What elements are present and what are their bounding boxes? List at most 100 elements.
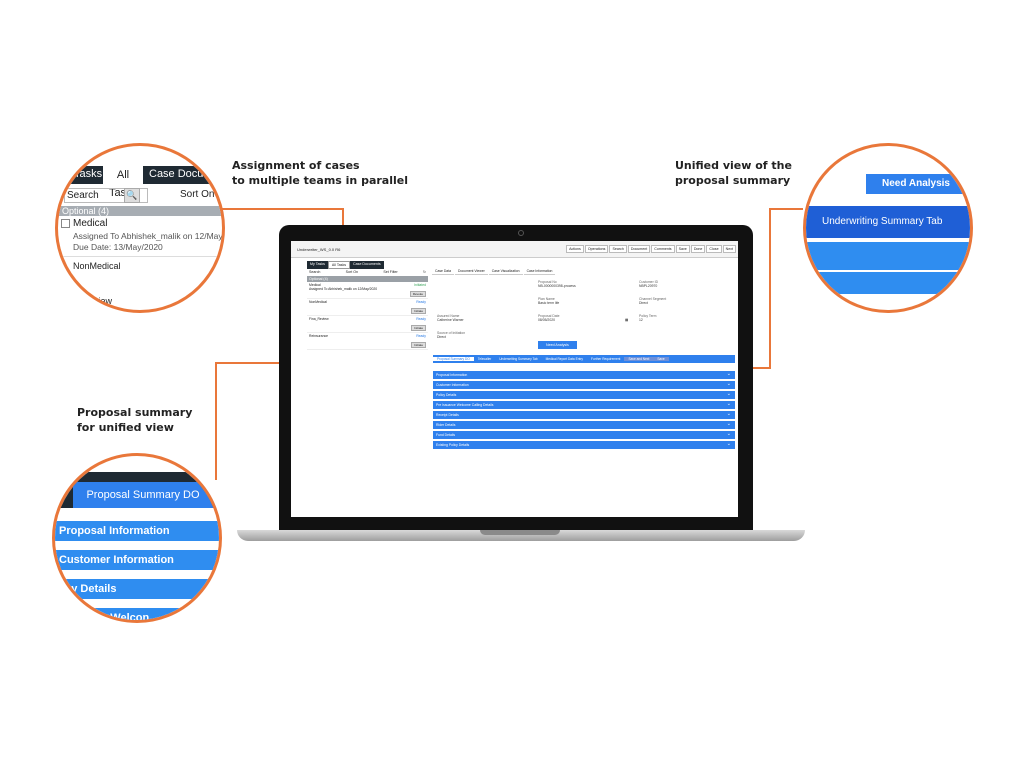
- action-document[interactable]: Document: [627, 245, 651, 253]
- subtab-medical-report[interactable]: Medical Report Data Entry: [545, 357, 584, 361]
- proposal-callout: Proposal summary for unified view: [77, 405, 192, 435]
- task-item[interactable]: NonMedical Ready Initiate: [307, 299, 428, 316]
- action-close[interactable]: Close: [706, 245, 722, 253]
- tab-case-information[interactable]: Case Information: [523, 268, 556, 275]
- task-status: Initiated: [414, 283, 426, 287]
- case-tabs: Case Data Document Viewer Case Visualiza…: [432, 268, 556, 275]
- zoom-sort-label[interactable]: Sort On: [180, 189, 215, 200]
- action-save[interactable]: Save: [675, 245, 690, 253]
- task-search-input[interactable]: Search: [309, 270, 321, 274]
- task-status: Ready: [416, 334, 426, 338]
- connector-proposal-v: [215, 362, 217, 480]
- subtab-underwriting-summary[interactable]: Underwriting Summary Tab: [499, 357, 538, 361]
- accordion-fund-details[interactable]: Fund Details: [433, 430, 735, 439]
- proposal-callout-line2: for unified view: [77, 421, 174, 434]
- search-icon[interactable]: 🔍: [124, 188, 140, 203]
- task-item[interactable]: Reinsurance Ready Initiate: [307, 333, 428, 350]
- zoom-item-medical[interactable]: Medical: [73, 218, 108, 229]
- subtab-further-requirement[interactable]: Further Requirement: [591, 357, 621, 361]
- tab-all-tasks[interactable]: All Tasks: [327, 261, 351, 269]
- zoom-optional-header: Optional (4): [58, 206, 222, 216]
- task-action-button[interactable]: Initiate: [411, 342, 426, 348]
- accordion-customer-information[interactable]: Customer Information: [433, 380, 735, 389]
- need-analysis-button[interactable]: Need Analysis: [866, 174, 966, 194]
- field-value: NBPL20970: [639, 284, 658, 288]
- proposal-summary-tab[interactable]: Proposal Summary DO: [73, 482, 213, 508]
- calendar-icon[interactable]: ▦: [625, 318, 629, 322]
- accordion-proposal-information[interactable]: Proposal Information: [433, 370, 735, 379]
- proposal-information-row[interactable]: Proposal Information: [55, 521, 219, 541]
- task-status: Ready: [416, 317, 426, 321]
- zoom-summary-row1: [806, 242, 970, 270]
- connector-tasks-h: [222, 208, 344, 210]
- laptop-screen: Underwriter_WS_0.0 R6 Actions Operations…: [291, 241, 738, 517]
- subtab-proposal-summary[interactable]: Proposal Summary DO: [433, 357, 474, 361]
- field-value: Catherine Warner: [437, 318, 464, 322]
- policy-details-row[interactable]: licy Details: [55, 579, 219, 599]
- save-button[interactable]: Save: [653, 357, 669, 361]
- task-action-button[interactable]: Initiate: [411, 325, 426, 331]
- action-done[interactable]: Done: [690, 245, 706, 253]
- subtab-telecaller[interactable]: Telecaller: [477, 357, 492, 361]
- zoom-partial-text: view: [94, 296, 113, 306]
- task-item[interactable]: Medical Initiated Assigned To Abhishek_m…: [307, 282, 428, 299]
- tab-case-visualization[interactable]: Case Visualization: [488, 268, 523, 275]
- assignment-callout-line2: to multiple teams in parallel: [232, 174, 408, 187]
- task-action-button[interactable]: Initiate: [411, 308, 426, 314]
- zoom-summary-row2: [806, 272, 970, 294]
- customer-information-row[interactable]: Customer Information: [55, 550, 219, 570]
- action-next[interactable]: Next: [722, 245, 736, 253]
- refresh-icon[interactable]: ↻: [422, 270, 426, 274]
- accordion-rider-details[interactable]: Rider Details: [433, 420, 735, 429]
- assignment-callout-line1: Assignment of cases: [232, 159, 360, 172]
- task-item[interactable]: Fina_Review Ready Initiate: [307, 316, 428, 333]
- action-comments[interactable]: Comments: [651, 245, 675, 253]
- checkbox-medical[interactable]: [61, 219, 70, 228]
- task-filter[interactable]: Set Filter: [383, 270, 398, 274]
- tab-case-documents[interactable]: Case Documents: [350, 261, 384, 269]
- field-value: 08/05/2020: [538, 318, 555, 322]
- accordion-policy-details[interactable]: Policy Details: [433, 390, 735, 399]
- field-label: Proposal Date: [538, 314, 560, 318]
- welcome-calling-row[interactable]: ce Welcon: [55, 608, 219, 620]
- zoom-tab-all-tasks[interactable]: All Tasks: [103, 166, 143, 199]
- task-search-row: Search Sort On Set Filter ↻: [307, 268, 428, 276]
- zoom-tasks: Tasks All Tasks Case Documen Search 🔍 So…: [55, 143, 225, 313]
- action-search[interactable]: Search: [609, 245, 627, 253]
- field-value: 12: [639, 318, 643, 322]
- task-sort[interactable]: Sort On: [345, 270, 359, 274]
- laptop-camera: [518, 230, 524, 236]
- task-name: Medical: [309, 283, 321, 287]
- need-analysis-button-small[interactable]: Need Analysis: [538, 341, 577, 349]
- task-panel: Search Sort On Set Filter ↻ Optional (4)…: [307, 268, 428, 358]
- accordion-existing-policy[interactable]: Existing Policy Details: [433, 440, 735, 449]
- task-action-button[interactable]: Revoke: [409, 291, 426, 297]
- tab-case-data[interactable]: Case Data: [432, 268, 455, 275]
- connector-summary-h: [770, 208, 803, 210]
- zoom-tab-tasks[interactable]: Tasks: [74, 168, 103, 180]
- task-name: Fina_Review: [309, 317, 329, 321]
- tab-document-viewer[interactable]: Document Viewer: [455, 268, 488, 275]
- field-label: Source of Initiation: [437, 331, 466, 335]
- field-value: Basic term life: [538, 301, 560, 305]
- action-actions[interactable]: Actions: [566, 245, 584, 253]
- task-optional-header: Optional (4): [307, 276, 428, 282]
- tab-my-tasks[interactable]: My Tasks: [307, 261, 328, 269]
- zoom-item-nonmedical[interactable]: NonMedical: [73, 261, 121, 271]
- save-and-next-button[interactable]: Save and Next: [624, 357, 654, 361]
- proposal-callout-line1: Proposal summary: [77, 406, 193, 419]
- action-operations[interactable]: Operations: [584, 245, 609, 253]
- laptop-base: [237, 530, 805, 541]
- zoom-search-input[interactable]: Search: [64, 188, 148, 203]
- zoom-summary: Need Analysis Underwriting Summary Tab: [803, 143, 973, 313]
- zoom-tab-case-documents[interactable]: Case Documen: [149, 168, 225, 180]
- underwriting-summary-tab[interactable]: Underwriting Summary Tab: [806, 206, 970, 238]
- accordion-welcome-calling[interactable]: Pre Issuance Welcome Calling Details: [433, 400, 735, 409]
- unified-callout: Unified view of the proposal summary: [675, 158, 792, 188]
- accordion-receipt-details[interactable]: Receipt Details: [433, 410, 735, 419]
